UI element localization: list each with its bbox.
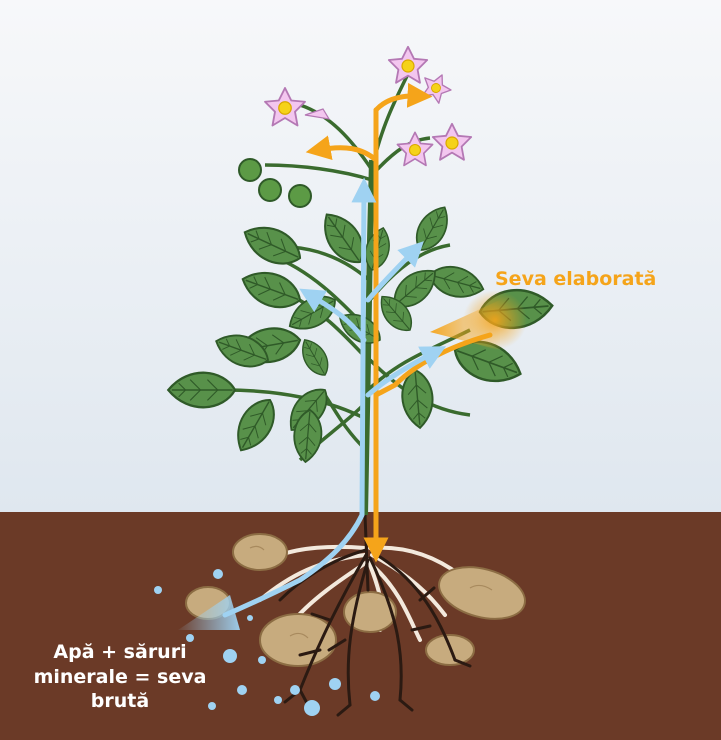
water-drop-icon xyxy=(370,691,380,701)
water-drop-icon xyxy=(304,700,320,716)
raw-sap-cone xyxy=(178,595,240,630)
arrow-icon xyxy=(222,177,377,618)
arrow-icon xyxy=(365,241,424,303)
water-drop-icon xyxy=(208,702,216,710)
dark-roots xyxy=(278,513,472,717)
water-drop-icon xyxy=(237,685,247,695)
raw-sap-arrows xyxy=(222,177,447,618)
water-drop-icon xyxy=(213,569,223,579)
water-drop-icon xyxy=(329,678,341,690)
berry-icon xyxy=(288,184,312,208)
water-drop-icon xyxy=(154,586,162,594)
water-drop-icon xyxy=(247,615,253,621)
water-drop-icon xyxy=(258,656,266,664)
tuber-icon xyxy=(232,533,288,571)
berries xyxy=(238,158,312,208)
water-drop-icon xyxy=(223,649,237,663)
water-drop-icon xyxy=(290,685,300,695)
berry-icon xyxy=(258,178,282,202)
arrow-icon xyxy=(373,82,433,113)
arrow-icon xyxy=(365,346,447,398)
water-drop-icon xyxy=(274,696,282,704)
water-drops xyxy=(154,569,380,716)
tuber-icon xyxy=(259,613,337,667)
flowers xyxy=(264,45,473,167)
raw-sap-label: Apă + săruri minerale = seva brută xyxy=(33,641,207,713)
berry-icon xyxy=(238,158,262,182)
arrow-icon xyxy=(305,135,379,163)
elaborated-sap-label: Seva elaborată xyxy=(495,268,657,290)
arrow-icon xyxy=(299,288,367,343)
tuber-icon xyxy=(438,566,526,620)
elaborated-sap-cone xyxy=(430,300,500,350)
water-drop-icon xyxy=(186,634,194,642)
